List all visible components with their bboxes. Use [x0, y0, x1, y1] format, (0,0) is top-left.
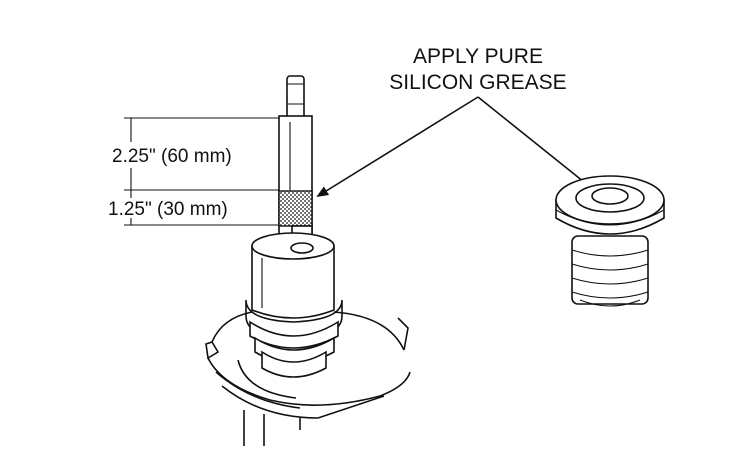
grease-band	[278, 190, 313, 227]
leader-lines	[316, 96, 596, 198]
dimension-lines	[124, 117, 290, 226]
dimension-lower-label: 1.25" (30 mm)	[108, 199, 228, 220]
bushing	[555, 175, 665, 307]
dimension-upper-label: 2.25" (60 mm)	[112, 146, 232, 167]
callout-line-1: APPLY PURE	[413, 45, 543, 68]
callout-line-2: SILICON GREASE	[389, 71, 566, 94]
leader-line-to-shaft	[316, 96, 479, 198]
leader-line-to-bushing	[477, 96, 596, 192]
strut-body	[205, 232, 411, 446]
